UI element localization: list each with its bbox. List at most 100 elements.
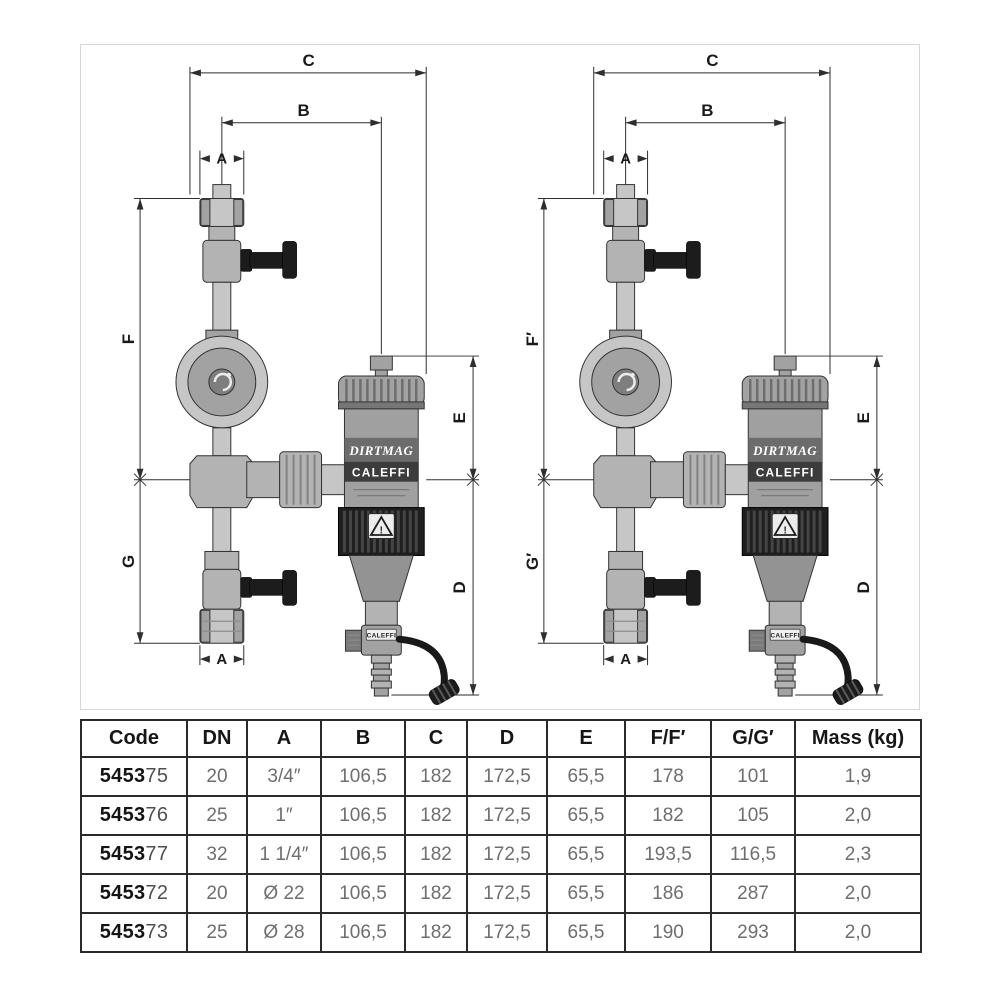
cell-d: 172,5 — [466, 873, 548, 914]
col-header-e: E — [546, 719, 626, 758]
cell-f: 190 — [624, 912, 712, 953]
cell-d: 172,5 — [466, 756, 548, 797]
cell-mass: 2,3 — [794, 834, 922, 875]
dim-label-c: C — [302, 51, 314, 70]
table-row: 545375 20 3/4″ 106,5 182 172,5 65,5 178 … — [80, 756, 922, 797]
code-suffix: 76 — [145, 804, 169, 826]
cell-d: 172,5 — [466, 834, 548, 875]
code-suffix: 77 — [145, 843, 169, 865]
cell-g: 101 — [710, 756, 796, 797]
cell-f: 182 — [624, 795, 712, 836]
cell-b: 106,5 — [320, 795, 406, 836]
valve-assembly-graphic — [134, 67, 479, 707]
technical-drawing-left: C B A A F G E D — [119, 51, 479, 706]
dim-label-f: F — [119, 334, 138, 344]
valve-assembly-graphic — [538, 67, 883, 707]
cell-e: 65,5 — [546, 756, 626, 797]
cell-mass: 1,9 — [794, 756, 922, 797]
cell-dn: 25 — [186, 912, 248, 953]
cell-b: 106,5 — [320, 912, 406, 953]
cell-a: 1″ — [246, 795, 322, 836]
technical-drawing-right: C B A A F′ G′ E D — [523, 51, 883, 706]
cell-c: 182 — [404, 756, 468, 797]
dim-label-b: B — [297, 101, 309, 120]
code-prefix: 5453 — [99, 921, 146, 943]
cell-b: 106,5 — [320, 756, 406, 797]
cell-c: 182 — [404, 912, 468, 953]
cell-f: 193,5 — [624, 834, 712, 875]
cell-g: 287 — [710, 873, 796, 914]
cell-b: 106,5 — [320, 834, 406, 875]
dim-label-a-top: A — [620, 151, 631, 168]
dim-label-a-bottom: A — [216, 651, 227, 668]
dim-label-g-prime: G′ — [523, 553, 542, 570]
col-header-d: D — [466, 719, 548, 758]
cell-e: 65,5 — [546, 873, 626, 914]
cell-d: 172,5 — [466, 912, 548, 953]
table-row: 545377 32 1 1/4″ 106,5 182 172,5 65,5 19… — [80, 834, 922, 875]
cell-g: 105 — [710, 795, 796, 836]
dim-label-a-top: A — [216, 151, 227, 168]
dim-label-f-prime: F′ — [523, 332, 542, 346]
col-header-code: Code — [80, 719, 188, 758]
cell-g: 116,5 — [710, 834, 796, 875]
table-row: 545372 20 Ø 22 106,5 182 172,5 65,5 186 … — [80, 873, 922, 914]
cell-c: 182 — [404, 834, 468, 875]
col-header-dn: DN — [186, 719, 248, 758]
cell-g: 293 — [710, 912, 796, 953]
cell-e: 65,5 — [546, 912, 626, 953]
code-suffix: 73 — [145, 921, 169, 943]
cell-f: 178 — [624, 756, 712, 797]
cell-c: 182 — [404, 873, 468, 914]
dim-label-g: G — [119, 555, 138, 568]
dim-label-e: E — [854, 412, 873, 423]
cell-c: 182 — [404, 795, 468, 836]
table-row: 545376 25 1″ 106,5 182 172,5 65,5 182 10… — [80, 795, 922, 836]
dim-label-a-bottom: A — [620, 651, 631, 668]
table-row: 545373 25 Ø 28 106,5 182 172,5 65,5 190 … — [80, 912, 922, 953]
col-header-a: A — [246, 719, 322, 758]
cell-dn: 32 — [186, 834, 248, 875]
cell-mass: 2,0 — [794, 912, 922, 953]
cell-a: Ø 22 — [246, 873, 322, 914]
code-prefix: 5453 — [99, 843, 146, 865]
cell-mass: 2,0 — [794, 795, 922, 836]
cell-code: 545373 — [80, 912, 188, 953]
col-header-g: G/G′ — [710, 719, 796, 758]
col-header-mass: Mass (kg) — [794, 719, 922, 758]
col-header-f: F/F′ — [624, 719, 712, 758]
dim-label-e: E — [450, 412, 469, 423]
cell-b: 106,5 — [320, 873, 406, 914]
cell-dn: 20 — [186, 756, 248, 797]
cell-code: 545376 — [80, 795, 188, 836]
code-suffix: 72 — [145, 882, 169, 904]
table-header-row: Code DN A B C D E F/F′ G/G′ Mass (kg) — [80, 719, 922, 758]
cell-a: 3/4″ — [246, 756, 322, 797]
code-suffix: 75 — [145, 765, 169, 787]
cell-mass: 2,0 — [794, 873, 922, 914]
cell-a: 1 1/4″ — [246, 834, 322, 875]
cell-d: 172,5 — [466, 795, 548, 836]
dim-label-c: C — [706, 51, 718, 70]
cell-dn: 20 — [186, 873, 248, 914]
cell-code: 545377 — [80, 834, 188, 875]
code-prefix: 5453 — [99, 765, 146, 787]
spec-table: Code DN A B C D E F/F′ G/G′ Mass (kg) 54… — [80, 719, 922, 953]
cell-a: Ø 28 — [246, 912, 322, 953]
dim-label-b: B — [701, 101, 713, 120]
code-prefix: 5453 — [99, 804, 146, 826]
col-header-b: B — [320, 719, 406, 758]
cell-e: 65,5 — [546, 795, 626, 836]
cell-f: 186 — [624, 873, 712, 914]
code-prefix: 5453 — [99, 882, 146, 904]
cell-dn: 25 — [186, 795, 248, 836]
cell-code: 545372 — [80, 873, 188, 914]
dim-label-d: D — [450, 581, 469, 593]
col-header-c: C — [404, 719, 468, 758]
dim-label-d: D — [854, 581, 873, 593]
technical-drawing-frame: DIRTMAG CALEFFI ! — [80, 44, 920, 710]
cell-e: 65,5 — [546, 834, 626, 875]
dimension-labels-left: C B A A F G E D — [119, 51, 469, 668]
valve-drawings-svg: DIRTMAG CALEFFI ! — [119, 51, 919, 709]
